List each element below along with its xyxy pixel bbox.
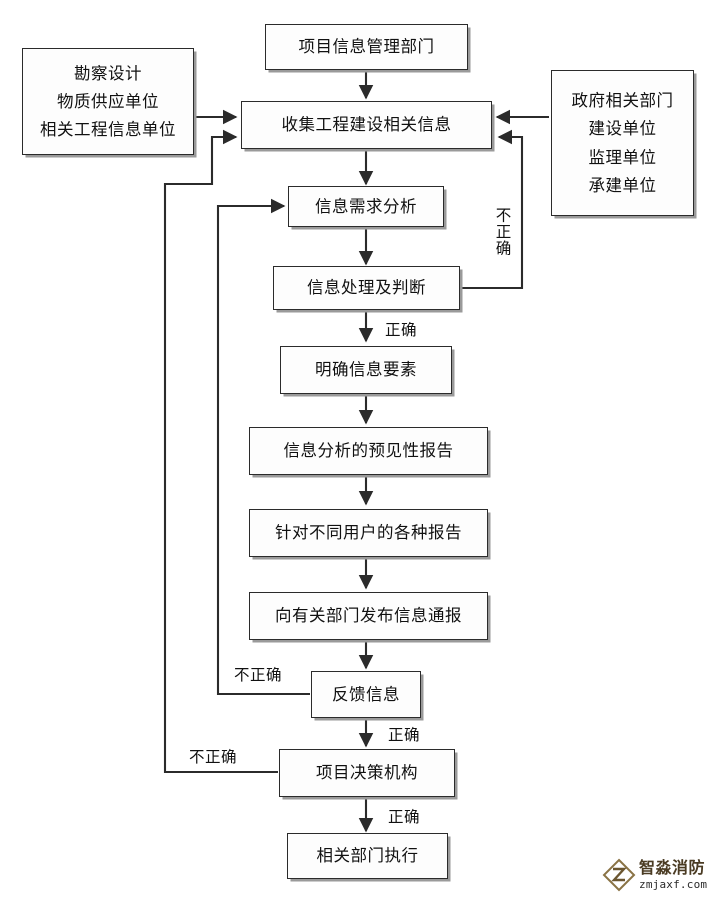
node-line: 相关部门执行 (316, 846, 419, 866)
edge-label-incorrect-feedback: 不正确 (234, 667, 283, 684)
node-survey-design-sources[interactable]: 勘察设计 物质供应单位 相关工程信息单位 (22, 48, 194, 155)
node-line: 物质供应单位 (57, 91, 159, 111)
node-related-department-execution[interactable]: 相关部门执行 (287, 833, 448, 879)
node-line: 反馈信息 (332, 684, 400, 704)
node-line: 收集工程建设相关信息 (281, 115, 452, 135)
node-clarify-information-elements[interactable]: 明确信息要素 (280, 346, 452, 394)
node-feedback-information[interactable]: 反馈信息 (311, 671, 421, 718)
watermark-text-block: 智淼消防 zmjaxf.com (639, 859, 708, 891)
node-reports-for-different-users[interactable]: 针对不同用户的各种报告 (249, 509, 488, 557)
node-line: 承建单位 (588, 175, 657, 195)
node-predictive-analysis-report[interactable]: 信息分析的预见性报告 (249, 427, 488, 475)
edge-label-correct-feedback: 正确 (388, 727, 421, 744)
node-collect-construction-information[interactable]: 收集工程建设相关信息 (241, 101, 492, 149)
node-information-processing-judgement[interactable]: 信息处理及判断 (273, 266, 460, 310)
watermark: 智淼消防 zmjaxf.com (602, 853, 714, 897)
node-line: 勘察设计 (74, 63, 142, 83)
node-line: 监理单位 (588, 147, 657, 167)
node-government-related-departments[interactable]: 政府相关部门 建设单位 监理单位 承建单位 (551, 70, 694, 216)
node-line: 信息处理及判断 (307, 278, 426, 298)
node-information-demand-analysis[interactable]: 信息需求分析 (288, 186, 444, 227)
edge-label-incorrect-decision: 不正确 (189, 749, 238, 766)
node-line: 信息需求分析 (315, 196, 417, 216)
edge-label-correct-decision: 正确 (388, 809, 421, 826)
edge-label-incorrect-process: 不正确 (493, 207, 511, 257)
node-publish-information-bulletin[interactable]: 向有关部门发布信息通报 (249, 592, 488, 640)
node-line: 向有关部门发布信息通报 (275, 606, 462, 626)
node-line: 政府相关部门 (571, 90, 674, 110)
node-project-info-management-department[interactable]: 项目信息管理部门 (265, 24, 468, 70)
watermark-url: zmjaxf.com (639, 877, 708, 891)
edge-process-incorrect-to-collect (462, 129, 524, 290)
node-line: 明确信息要素 (315, 360, 417, 380)
watermark-brand: 智淼消防 (639, 859, 706, 877)
node-line: 信息分析的预见性报告 (283, 441, 454, 461)
node-line: 针对不同用户的各种报告 (275, 523, 462, 543)
node-line: 相关工程信息单位 (40, 120, 176, 140)
node-project-decision-body[interactable]: 项目决策机构 (279, 749, 455, 797)
node-line: 项目信息管理部门 (298, 37, 435, 57)
node-line: 建设单位 (588, 119, 657, 139)
edge-label-correct-process: 正确 (385, 322, 418, 339)
node-line: 项目决策机构 (316, 763, 418, 783)
brand-logo-icon (602, 858, 636, 892)
